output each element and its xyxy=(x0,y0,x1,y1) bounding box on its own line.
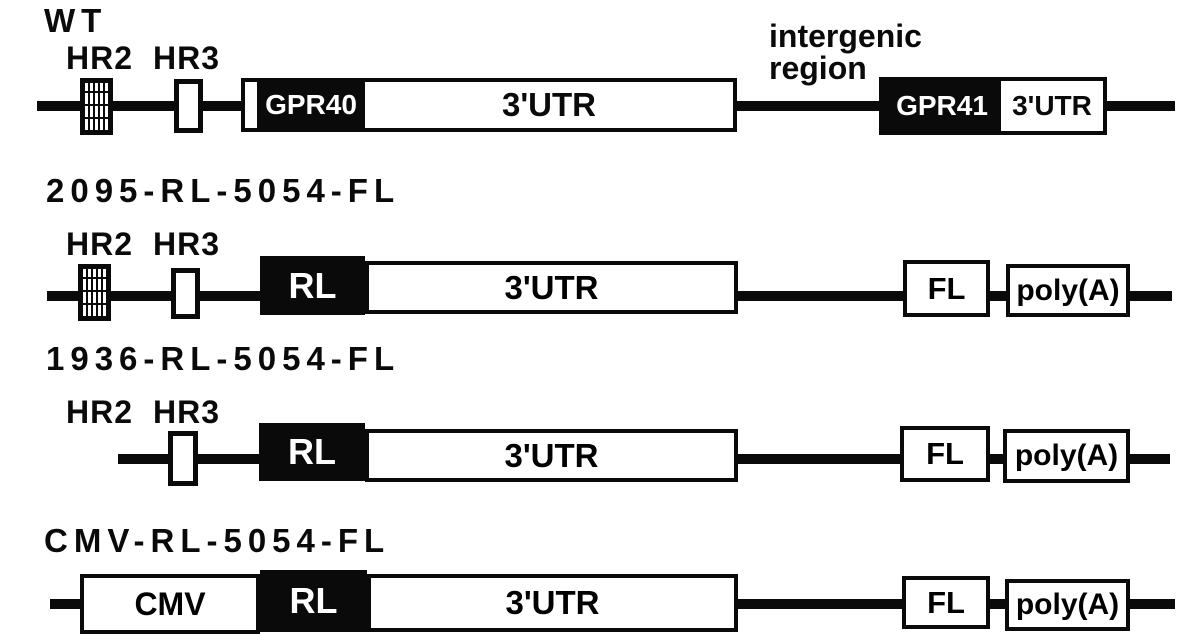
utr-box: 3'UTR xyxy=(367,574,738,632)
rl-box: RL xyxy=(260,570,367,632)
intergenic-line1: intergenic xyxy=(769,18,922,54)
hr2-box xyxy=(78,264,111,321)
polya-box: poly(A) xyxy=(1006,264,1130,317)
polya-box: poly(A) xyxy=(1005,579,1130,631)
hr2-label: HR2 xyxy=(66,40,134,76)
hr3-box xyxy=(168,431,198,486)
hr3-box xyxy=(171,268,200,319)
gpr40-gene-box: GPR40 3'UTR xyxy=(241,78,737,132)
c1936-hr-labels: HR2 HR3 xyxy=(66,394,220,431)
cmv-box: CMV xyxy=(80,574,260,634)
c2095-hr-labels: HR2 HR3 xyxy=(66,226,220,263)
gpr41-gene-box: GPR41 3'UTR xyxy=(879,77,1107,135)
gpr40-5utr-segment xyxy=(245,82,257,128)
gpr40-cds-segment: GPR40 xyxy=(257,82,365,128)
utr-box: 3'UTR xyxy=(365,429,738,482)
construct-2095-title: 2095-RL-5054-FL xyxy=(46,172,401,209)
rl-box: RL xyxy=(259,423,365,481)
hr3-label: HR3 xyxy=(153,40,221,76)
intergenic-region-label: intergenic region xyxy=(769,20,922,84)
gpr40-3utr-segment: 3'UTR xyxy=(365,82,733,128)
construct-1936-title: 1936-RL-5054-FL xyxy=(46,340,401,377)
utr-box: 3'UTR xyxy=(365,261,738,314)
rl-box: RL xyxy=(260,256,365,315)
wt-hr-labels: HR2 HR3 xyxy=(66,40,220,77)
wt-title: WT xyxy=(44,2,108,39)
fl-box: FL xyxy=(902,576,990,629)
construct-cmv-title: CMV-RL-5054-FL xyxy=(44,522,391,559)
fl-box: FL xyxy=(900,426,990,482)
gpr41-3utr-segment: 3'UTR xyxy=(1001,81,1103,131)
hr3-label: HR3 xyxy=(153,226,221,262)
hr2-label: HR2 xyxy=(66,226,134,262)
hr2-label: HR2 xyxy=(66,394,134,430)
polya-box: poly(A) xyxy=(1003,429,1130,483)
hr3-label: HR3 xyxy=(153,394,221,430)
hr2-box xyxy=(80,78,113,135)
hr3-box xyxy=(174,79,203,133)
gpr41-cds-segment: GPR41 xyxy=(883,81,1001,131)
fl-box: FL xyxy=(903,260,990,317)
intergenic-line2: region xyxy=(769,50,867,86)
construct-row-wt: WT HR2 HR3 GPR40 3'UTR intergenic region… xyxy=(0,0,1200,160)
